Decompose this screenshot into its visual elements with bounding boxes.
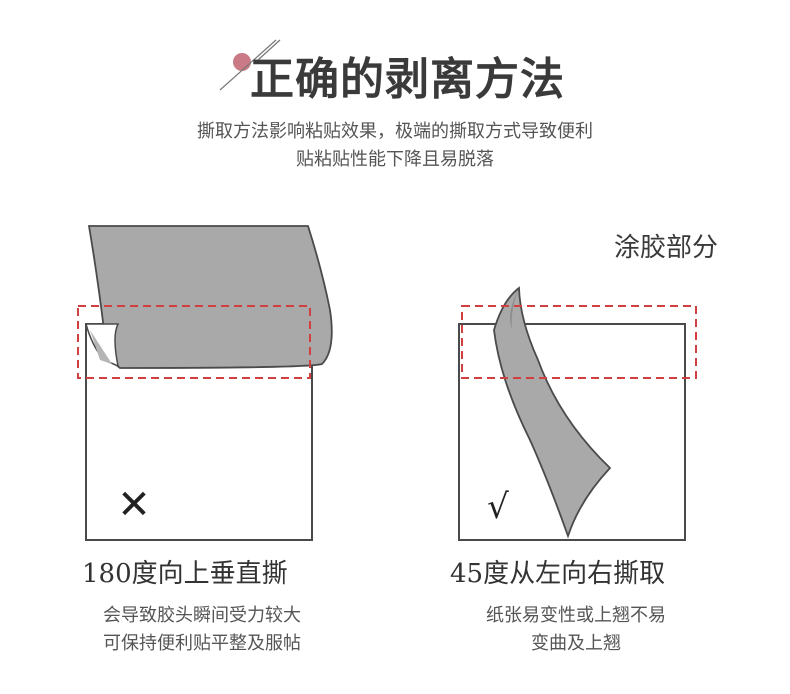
page-title: 正确的剥离方法 bbox=[250, 54, 565, 105]
header: 正确的剥离方法 撕取方法影响粘贴效果，极端的撕取方式导致便利 贴粘贴性能下降且易… bbox=[0, 0, 790, 180]
right-caption-title: 45度从左向右撕取 bbox=[450, 559, 666, 589]
left-caption-desc-line-2: 可保持便利贴平整及服帖 bbox=[103, 633, 301, 654]
subtitle-line-2: 贴粘贴性能下降且易脱落 bbox=[296, 149, 494, 170]
right-caption-desc-line-2: 变曲及上翘 bbox=[531, 633, 621, 654]
right-glue-area-dashed-box bbox=[461, 305, 697, 379]
right-peeled-sheet bbox=[493, 286, 612, 539]
right-caption-desc-line-1: 纸张易变性或上翘不易 bbox=[486, 605, 666, 626]
correct-mark-icon: √ bbox=[487, 487, 509, 527]
left-caption-title: 180度向上垂直撕 bbox=[82, 559, 288, 589]
subtitle-line-1: 撕取方法影响粘贴效果，极端的撕取方式导致便利 bbox=[197, 121, 593, 142]
left-caption-desc-line-1: 会导致胶头瞬间受力较大 bbox=[103, 605, 301, 626]
left-glue-area-dashed-box bbox=[77, 305, 311, 379]
glue-area-label: 涂胶部分 bbox=[614, 233, 719, 263]
left-peeled-sheet bbox=[85, 225, 333, 369]
decorative-slash-icon bbox=[219, 39, 281, 91]
wrong-mark-icon: ✕ bbox=[117, 482, 151, 528]
